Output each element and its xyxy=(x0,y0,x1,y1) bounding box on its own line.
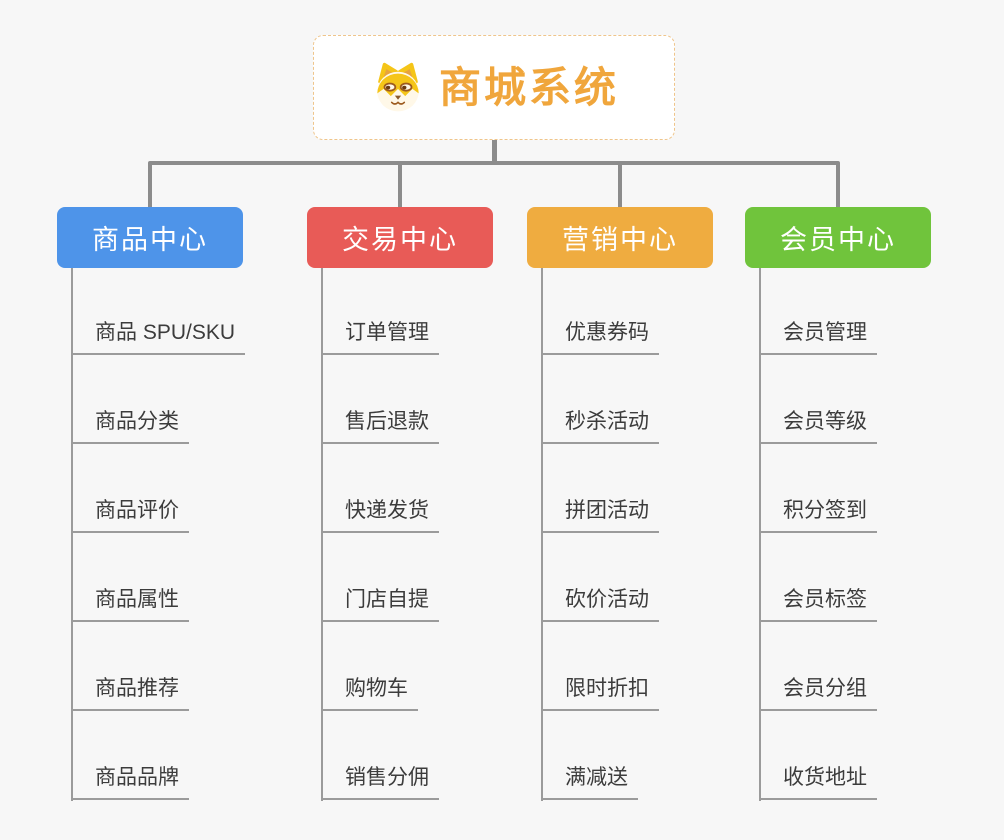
leaf-topic[interactable]: 商品推荐 xyxy=(71,676,189,711)
branch-product-center[interactable]: 商品中心 xyxy=(57,207,243,268)
branch-bus-connector xyxy=(148,161,840,165)
leaf-topic[interactable]: 限时折扣 xyxy=(541,676,659,711)
branch-trunk-line xyxy=(321,268,323,801)
branch-member-center[interactable]: 会员中心 xyxy=(745,207,931,268)
leaf-topic[interactable]: 会员等级 xyxy=(759,409,877,444)
branch-label: 商品中心 xyxy=(92,225,208,255)
leaf-topic[interactable]: 会员分组 xyxy=(759,676,877,711)
leaf-topic[interactable]: 购物车 xyxy=(321,676,418,711)
page-title: 商城系统 xyxy=(438,63,619,111)
branch-label: 交易中心 xyxy=(342,225,458,255)
leaf-topic[interactable]: 满减送 xyxy=(541,765,638,800)
branch-trunk-line xyxy=(759,268,761,801)
leaf-topic[interactable]: 售后退款 xyxy=(321,409,439,444)
leaf-topic[interactable]: 快递发货 xyxy=(321,498,439,533)
leaf-topic[interactable]: 销售分佣 xyxy=(321,765,439,800)
branch-trunk-line xyxy=(71,268,73,801)
leaf-topic[interactable]: 拼团活动 xyxy=(541,498,659,533)
dog-face-icon xyxy=(377,62,419,111)
leaf-topic[interactable]: 门店自提 xyxy=(321,587,439,622)
root-stem-connector xyxy=(492,139,497,163)
leaf-topic[interactable]: 会员标签 xyxy=(759,587,877,622)
leaf-topic[interactable]: 商品属性 xyxy=(71,587,189,622)
branch-drop-connector xyxy=(398,163,402,208)
branch-marketing-center[interactable]: 营销中心 xyxy=(527,207,713,268)
leaf-topic[interactable]: 积分签到 xyxy=(759,498,877,533)
leaf-topic[interactable]: 商品品牌 xyxy=(71,765,189,800)
branch-trade-center[interactable]: 交易中心 xyxy=(307,207,493,268)
leaf-topic[interactable]: 会员管理 xyxy=(759,320,877,355)
branch-label: 会员中心 xyxy=(780,225,896,255)
leaf-topic[interactable]: 商品分类 xyxy=(71,409,189,444)
branch-drop-connector xyxy=(836,163,840,208)
leaf-topic[interactable]: 优惠券码 xyxy=(541,320,659,355)
branch-trunk-line xyxy=(541,268,543,801)
root-node-mall-system[interactable]: 商城系统 xyxy=(313,35,675,140)
leaf-topic[interactable]: 砍价活动 xyxy=(541,587,659,622)
branch-drop-connector xyxy=(148,163,152,208)
leaf-topic[interactable]: 收货地址 xyxy=(759,765,877,800)
leaf-topic[interactable]: 商品 SPU/SKU xyxy=(71,320,246,355)
branch-drop-connector xyxy=(618,163,622,208)
leaf-topic[interactable]: 秒杀活动 xyxy=(541,409,659,444)
leaf-topic[interactable]: 订单管理 xyxy=(321,320,439,355)
leaf-topic[interactable]: 商品评价 xyxy=(71,498,189,533)
branch-label: 营销中心 xyxy=(562,225,678,255)
